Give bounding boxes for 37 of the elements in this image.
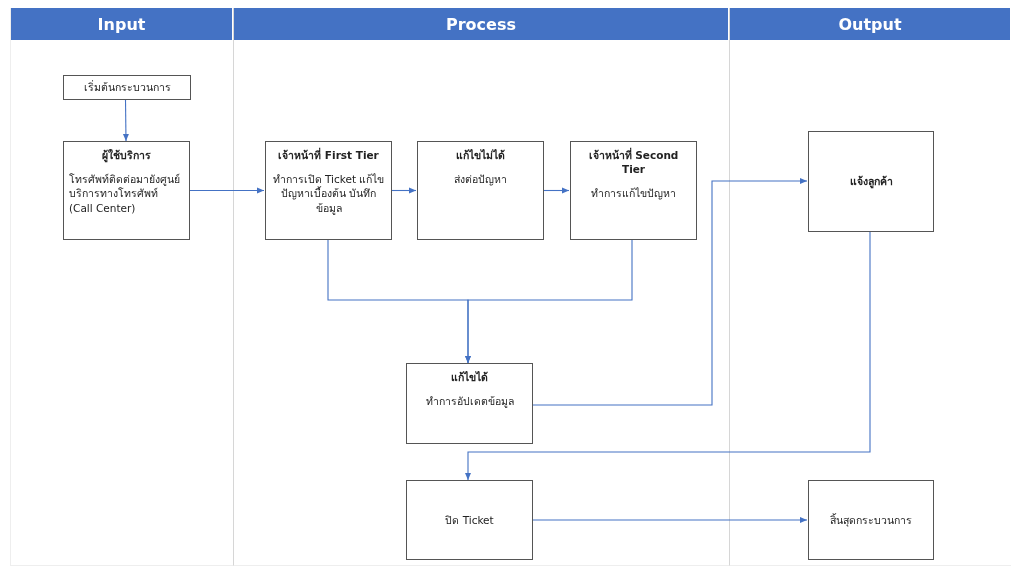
box-description: โทรศัพท์ติดต่อมายังศูนย์บริการทางโทรศัพท์ (Call Center) [69, 172, 181, 215]
process-box [265, 141, 392, 240]
process-box [808, 480, 934, 560]
box-text: ปิด Ticket [444, 512, 495, 528]
process-box [808, 131, 934, 232]
box-title: แก้ไขไม่ได้ [455, 148, 506, 163]
arrow [531, 517, 808, 523]
box-description: ทำการอัปเดตข้อมูล [424, 394, 515, 409]
arrow [531, 178, 808, 406]
arrow [465, 231, 871, 481]
box-description: ส่งต่อปัญหา [453, 172, 508, 187]
box-description: ทำการเปิด Ticket แก้ไขปัญหาเบื้องต้น บันทึกข้อมูล [271, 172, 386, 215]
process-box [570, 141, 697, 240]
process-box [406, 480, 533, 560]
box-title: ผู้ใช้บริการ [101, 148, 152, 163]
swimlane [233, 8, 729, 566]
process-box [417, 141, 544, 240]
arrow [390, 187, 417, 194]
box-text: แจ้งลูกค้า [848, 174, 894, 189]
arrow [122, 99, 129, 142]
process-box [406, 363, 533, 444]
swimlane [729, 8, 1011, 566]
box-text: เริ่มต้นกระบวนการ [82, 80, 172, 95]
arrow [542, 187, 570, 194]
process-box [63, 141, 190, 240]
box-description: ทำการแก้ไขปัญหา [590, 186, 677, 201]
lane-header: Input [11, 8, 233, 40]
arrow [465, 239, 633, 364]
swimlane [10, 8, 233, 566]
lane-header: Process [234, 8, 729, 40]
lane-header: Output [730, 8, 1011, 40]
box-title: เจ้าหน้าที่ First Tier [277, 148, 380, 163]
box-title: แก้ไขได้ [450, 370, 489, 385]
box-title: เจ้าหน้าที่ Second Tier [587, 148, 680, 177]
process-box [63, 75, 191, 100]
box-text: สิ้นสุดกระบวนการ [829, 512, 913, 528]
arrow [188, 187, 265, 194]
